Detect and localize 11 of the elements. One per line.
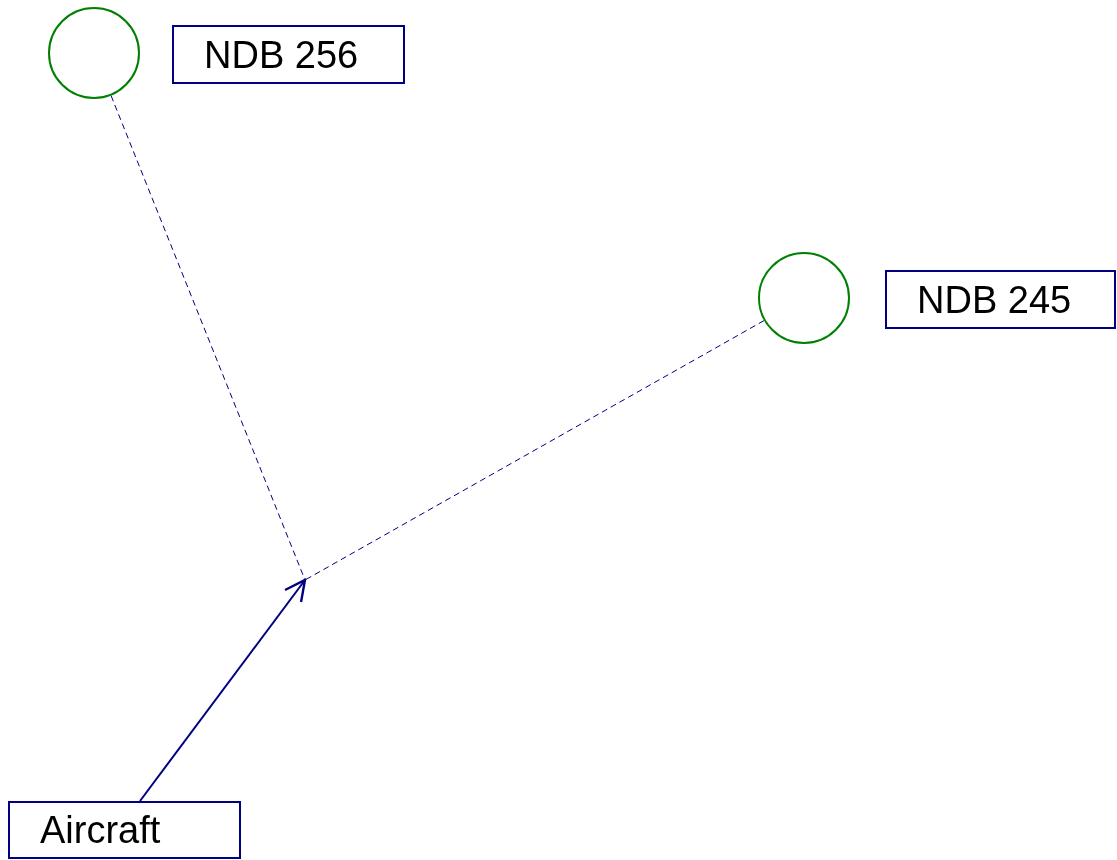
bearing-line xyxy=(304,320,765,581)
label-text: NDB 245 xyxy=(917,280,1072,319)
label-text: NDB 256 xyxy=(204,35,359,74)
label-text: Aircraft xyxy=(40,811,161,849)
label-box xyxy=(885,270,1116,329)
beacon-circle xyxy=(758,252,850,344)
beacon-circle xyxy=(48,7,140,99)
label-box xyxy=(8,801,241,859)
arrow xyxy=(139,578,307,802)
bearing-line xyxy=(110,95,306,581)
label-box xyxy=(172,25,405,84)
